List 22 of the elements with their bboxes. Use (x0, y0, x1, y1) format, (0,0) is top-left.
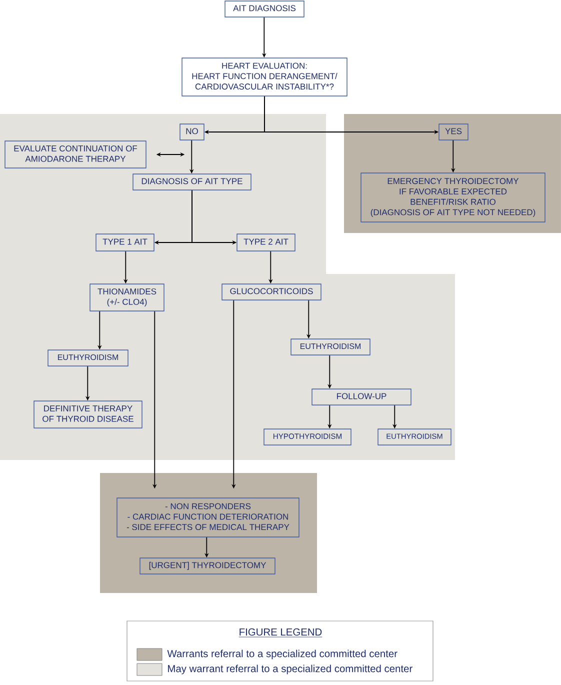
legend-heading: FIGURE LEGEND (238, 628, 322, 638)
choice-box: YES (438, 124, 468, 140)
flow-box: TYPE 1 AIT (96, 234, 154, 252)
shaded-zone (344, 114, 561, 233)
flow-box: THIONAMIDES (+/- CLO4) (90, 284, 164, 312)
flow-box: EMERGENCY THYROIDECTOMY IF FAVORABLE EXPECTED BENEFIT/RISK RATIO (DIAGNOSIS OF AIT TYPE NOT NEEDED) (360, 172, 546, 222)
flow-box: DEFINITIVE THERAPY OF THYROID DISEASE (34, 400, 142, 428)
flow-box: TYPE 2 AIT (236, 234, 296, 252)
flow-box: GLUCOCORTICOIDS (222, 284, 322, 300)
question-box: HEART EVALUATION: HEART FUNCTION DERANGEMENT/ CARDIOVASCULAR INSTABILITY*? (182, 58, 348, 96)
legend-text: Warrants referral to a specialized committed center (167, 650, 398, 660)
flow-box: EUTHYROIDISM (48, 350, 128, 366)
flow-box: EUTHYROIDISM (290, 338, 370, 356)
flow-box: EVALUATE CONTINUATION OF AMIODARONE THERAPY (4, 140, 146, 168)
legend-text: May warrant referral to a specialized committed center (168, 664, 412, 674)
flow-box: - NON RESPONDERS - CARDIAC FUNCTION DETERIORATION - SIDE EFFECTS OF MEDICAL THERAPY (116, 498, 300, 538)
shaded-zone (100, 473, 317, 593)
choice-box: NO (180, 124, 204, 140)
flow-box: [URGENT] THYROIDECTOMY (140, 558, 276, 574)
flow-box: FOLLOW-UP (312, 388, 412, 406)
flow-box: DIAGNOSIS OF AIT TYPE (132, 174, 252, 190)
flow-box: AIT DIAGNOSIS (224, 0, 304, 18)
